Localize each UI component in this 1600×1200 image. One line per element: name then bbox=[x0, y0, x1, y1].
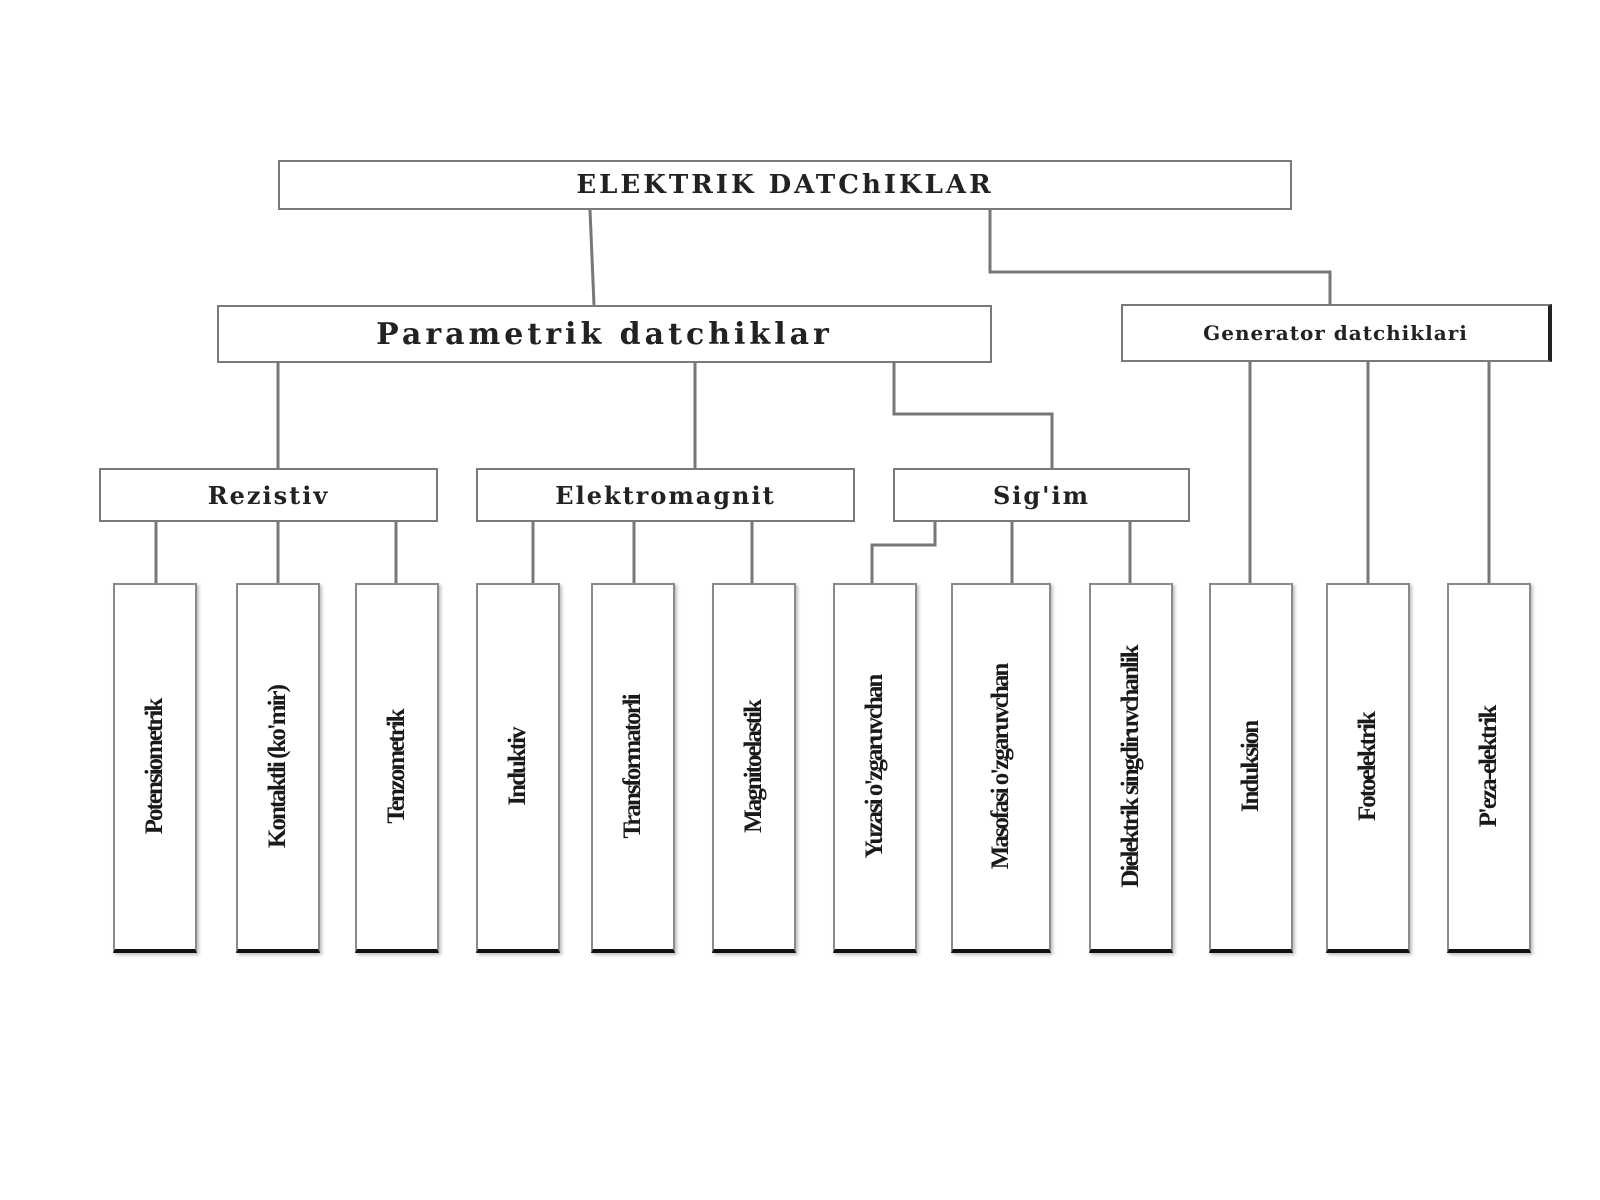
leaf-box-dielectric: Dielektrik singdiruvchanlik bbox=[1089, 583, 1173, 953]
leaf-label: P'eza-elektrik bbox=[1475, 706, 1502, 828]
generator-sensors-box: Generator datchiklari bbox=[1121, 304, 1552, 362]
parametric-sensors-label: Parametrik datchiklar bbox=[376, 316, 833, 352]
resistive-box: Rezistiv bbox=[99, 468, 438, 522]
leaf-box-contact: Kontaktli (ko'mir) bbox=[236, 583, 320, 953]
leaf-box-induction: Induksion bbox=[1209, 583, 1293, 953]
leaf-box-inductive: Induktiv bbox=[476, 583, 560, 953]
leaf-label: Masofasi o'zgaruvchan bbox=[987, 664, 1014, 870]
leaf-box-piezoelectric: P'eza-elektrik bbox=[1447, 583, 1531, 953]
electromagnetic-box: Elektromagnit bbox=[476, 468, 855, 522]
leaf-label: Tenzometrik bbox=[383, 710, 410, 824]
leaf-label: Dielektrik singdiruvchanlik bbox=[1117, 646, 1144, 888]
leaf-label: Potensiometrik bbox=[141, 699, 168, 835]
generator-sensors-label: Generator datchiklari bbox=[1203, 321, 1468, 345]
leaf-label: Induksion bbox=[1237, 721, 1264, 813]
leaf-box-magnetoelastic: Magnitoelastik bbox=[712, 583, 796, 953]
parametric-sensors-box: Parametrik datchiklar bbox=[217, 305, 992, 363]
capacitive-box: Sig'im bbox=[893, 468, 1190, 522]
leaf-label: Induktiv bbox=[504, 728, 531, 806]
resistive-label: Rezistiv bbox=[207, 480, 330, 510]
leaf-label: Kontaktli (ko'mir) bbox=[264, 686, 291, 848]
connector-parametric-capacitive bbox=[892, 363, 1054, 468]
leaf-box-variable-area: Yuzasi o'zgaruvchan bbox=[833, 583, 917, 953]
leaf-box-variable-distance: Masofasi o'zgaruvchan bbox=[951, 583, 1051, 953]
leaf-box-transformer: Transformatorli bbox=[591, 583, 675, 953]
connector-capacitive-leaf1 bbox=[870, 522, 937, 583]
root-node-box: ELEKTRIK DATChIKLAR bbox=[278, 160, 1292, 210]
leaf-label: Magnitoelastik bbox=[740, 701, 767, 833]
leaf-box-tensometric: Tenzometrik bbox=[355, 583, 439, 953]
connector-root-parametric bbox=[588, 209, 596, 306]
leaf-box-photoelectric: Fotoelektrik bbox=[1326, 583, 1410, 953]
leaf-box-potentiometric: Potensiometrik bbox=[113, 583, 197, 953]
connector-root-generator bbox=[988, 210, 1332, 304]
leaf-label: Fotoelektrik bbox=[1354, 713, 1381, 821]
electromagnetic-label: Elektromagnit bbox=[555, 480, 776, 510]
capacitive-label: Sig'im bbox=[992, 480, 1091, 510]
leaf-label: Yuzasi o'zgaruvchan bbox=[861, 675, 888, 859]
root-node-label: ELEKTRIK DATChIKLAR bbox=[576, 170, 994, 200]
leaf-label: Transformatorli bbox=[619, 695, 646, 839]
